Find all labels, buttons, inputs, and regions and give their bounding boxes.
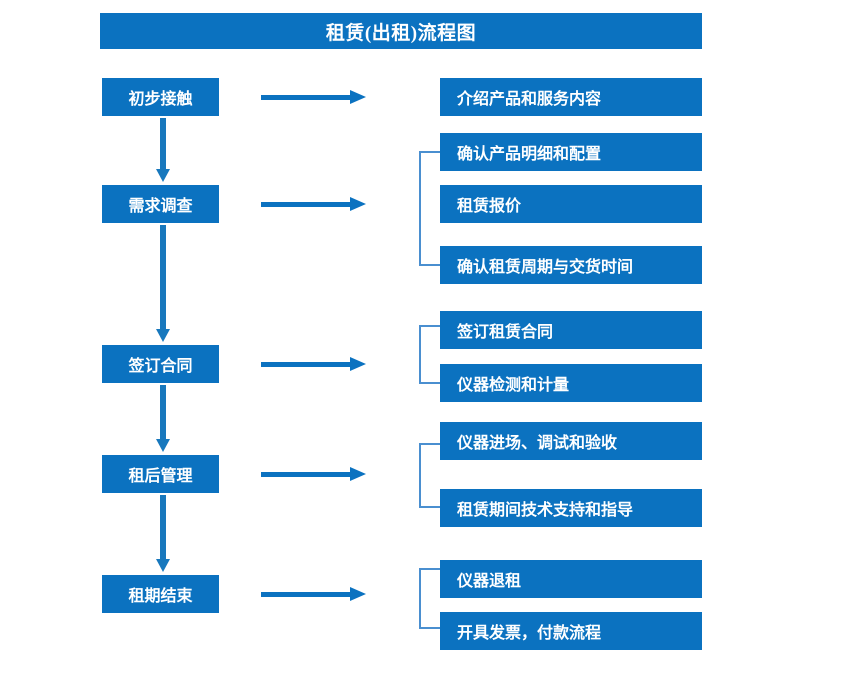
arrow-shaft [160, 118, 166, 169]
stage-box-5[interactable]: 租期结束 [102, 575, 219, 613]
detail-box-10[interactable]: 开具发票，付款流程 [440, 612, 702, 650]
detail-box-7[interactable]: 仪器进场、调试和验收 [440, 422, 702, 460]
bracket-connector-2 [419, 151, 440, 266]
flow-arrow-right-2 [261, 197, 366, 211]
arrow-shaft [261, 202, 351, 207]
flow-arrow-down-4 [156, 495, 170, 572]
arrow-shaft [261, 592, 351, 597]
arrow-head-icon [350, 197, 366, 211]
arrow-shaft [160, 385, 166, 439]
detail-box-5[interactable]: 签订租赁合同 [440, 311, 702, 349]
arrow-shaft [261, 95, 351, 100]
arrow-head-icon [350, 467, 366, 481]
detail-box-2[interactable]: 确认产品明细和配置 [440, 133, 702, 171]
stage-box-3[interactable]: 签订合同 [102, 345, 219, 383]
arrow-shaft [160, 225, 166, 329]
arrow-shaft [261, 472, 351, 477]
detail-box-9[interactable]: 仪器退租 [440, 560, 702, 598]
arrow-head-icon [350, 90, 366, 104]
stage-box-4[interactable]: 租后管理 [102, 455, 219, 493]
page-title: 租赁(出租)流程图 [100, 13, 702, 49]
detail-box-8[interactable]: 租赁期间技术支持和指导 [440, 489, 702, 527]
arrow-head-icon [156, 169, 170, 182]
stage-box-1[interactable]: 初步接触 [102, 78, 219, 116]
arrow-head-icon [156, 329, 170, 342]
bracket-connector-3 [419, 325, 440, 384]
arrow-shaft [160, 495, 166, 559]
flow-arrow-down-3 [156, 385, 170, 452]
detail-box-4[interactable]: 确认租赁周期与交货时间 [440, 246, 702, 284]
flow-arrow-right-5 [261, 587, 366, 601]
arrow-head-icon [350, 357, 366, 371]
stage-box-2[interactable]: 需求调查 [102, 185, 219, 223]
bracket-connector-5 [419, 568, 440, 629]
arrow-head-icon [350, 587, 366, 601]
flow-arrow-down-2 [156, 225, 170, 342]
flow-arrow-down-1 [156, 118, 170, 182]
bracket-connector-4 [419, 443, 440, 508]
detail-box-6[interactable]: 仪器检测和计量 [440, 364, 702, 402]
flow-arrow-right-3 [261, 357, 366, 371]
arrow-head-icon [156, 439, 170, 452]
detail-box-1[interactable]: 介绍产品和服务内容 [440, 78, 702, 116]
arrow-head-icon [156, 559, 170, 572]
arrow-shaft [261, 362, 351, 367]
flow-arrow-right-1 [261, 90, 366, 104]
detail-box-3[interactable]: 租赁报价 [440, 185, 702, 223]
flow-arrow-right-4 [261, 467, 366, 481]
